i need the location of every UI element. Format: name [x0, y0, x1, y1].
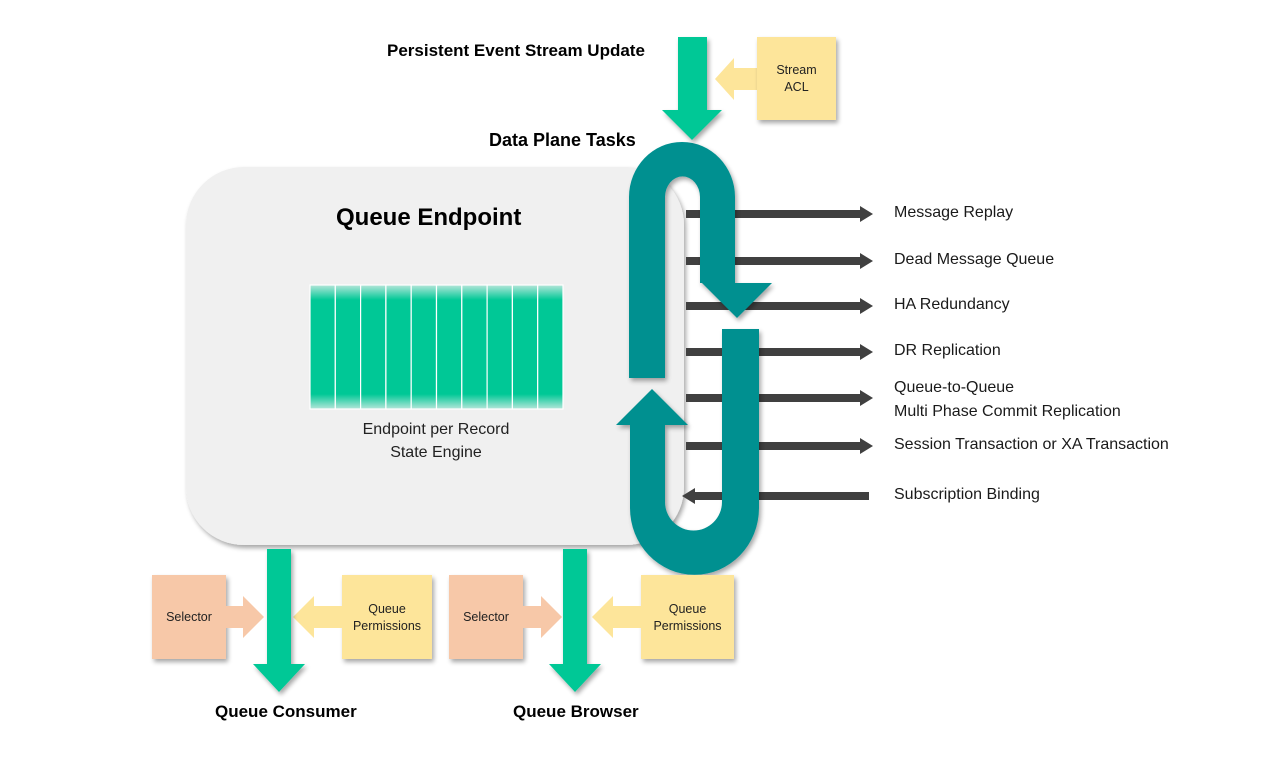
browser-selector-label: Selector [463, 610, 509, 624]
task-arrow-out [686, 298, 873, 314]
engine-line1: Endpoint per Record [362, 421, 510, 438]
task-label: DR Replication [894, 342, 1001, 359]
record-slot [461, 284, 488, 410]
record-slot [410, 284, 438, 410]
browser-group [449, 549, 734, 692]
consumer-perm-line2: Permissions [352, 619, 422, 633]
endpoint-title: Queue Endpoint [336, 204, 522, 231]
queue-browser-label: Queue Browser [513, 702, 639, 721]
browser-permissions-box [641, 575, 734, 659]
task-arrow-out [686, 344, 873, 360]
record-slot [486, 284, 514, 410]
loop-upper-arch-shape [629, 142, 772, 378]
consumer-selector-label: Selector [166, 610, 212, 624]
consumer-permissions-box [342, 575, 432, 659]
browser-permissions-arrow [592, 596, 641, 638]
stream-acl-label: Stream ACL [757, 62, 836, 96]
engine-label: Endpoint per Record State Engine [336, 418, 536, 464]
loop-lower-arch-shape [616, 329, 759, 575]
browser-down-arrow [549, 549, 601, 692]
task-label-line1: Queue-to-Queue [894, 379, 1015, 396]
record-slot [334, 284, 362, 410]
consumer-selector-box [152, 575, 226, 659]
engine-line2: State Engine [390, 444, 482, 461]
consumer-selector-arrow [226, 596, 264, 638]
stream-update-arrow [662, 37, 722, 140]
task-label: Subscription Binding [894, 486, 1040, 503]
task-arrow-out [686, 438, 873, 454]
task-arrow-out [686, 390, 873, 406]
stream-acl-line2: ACL [784, 80, 809, 94]
consumer-permissions-label: Queue Permissions [342, 601, 432, 635]
consumer-perm-line1: Queue [368, 602, 406, 616]
record-slot [511, 284, 539, 410]
browser-perm-line1: Queue [668, 602, 707, 616]
browser-perm-line2: Permissions [653, 619, 722, 633]
browser-selector-box [449, 575, 523, 659]
record-slot [309, 284, 336, 410]
stream-acl-box [757, 37, 836, 120]
consumer-permissions-arrow [293, 596, 342, 638]
consumer-group [152, 549, 432, 692]
task-label: HA Redundancy [894, 296, 1010, 313]
task-label: Message Replay [894, 204, 1014, 221]
consumer-down-arrow [253, 549, 305, 692]
stream-acl [715, 37, 836, 120]
data-plane-loop [616, 142, 772, 575]
queue-consumer-label: Queue Consumer [215, 702, 357, 721]
browser-selector-arrow [523, 596, 562, 638]
task-label: Dead Message Queue [894, 251, 1055, 268]
record-slot [360, 284, 387, 410]
stream-acl-arrow [715, 58, 757, 100]
record-state-engine [309, 284, 564, 410]
task-label: Session Transaction or XA Transaction [894, 436, 1169, 453]
record-slot [537, 284, 564, 410]
data-plane-label: Data Plane Tasks [489, 130, 636, 150]
browser-permissions-label: Queue Permissions [641, 601, 734, 635]
record-slot [435, 284, 463, 410]
stream-acl-line1: Stream [776, 63, 817, 77]
task-arrow-in [682, 488, 869, 504]
task-label-line2: Multi Phase Commit Replication [894, 403, 1121, 420]
record-slot [385, 284, 412, 410]
stream-update-label: Persistent Event Stream Update [387, 41, 645, 60]
